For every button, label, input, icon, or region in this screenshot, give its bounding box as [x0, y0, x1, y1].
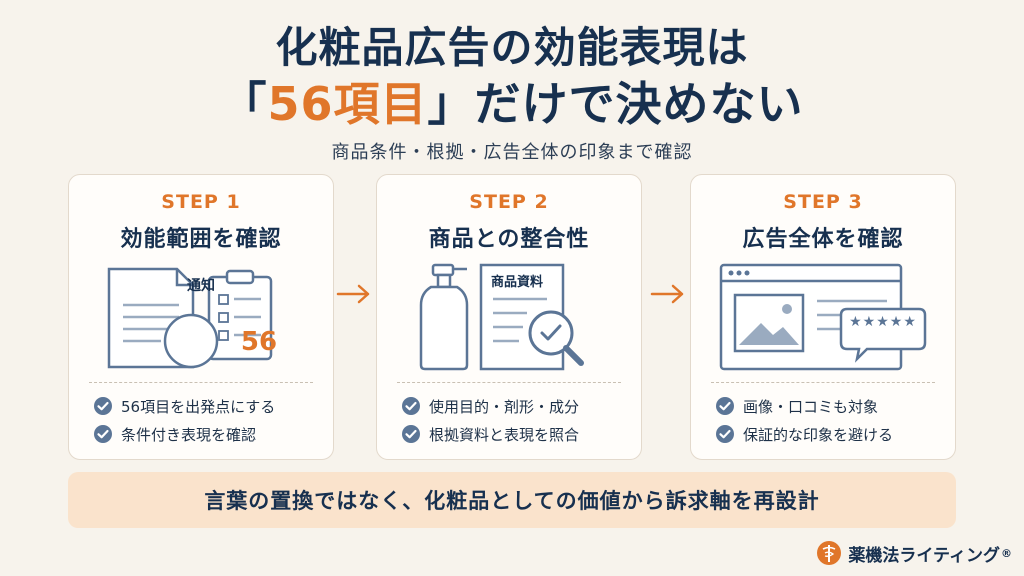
check-item-label: 画像・口コミも対象 [743, 397, 879, 416]
product-doc-label: 商品資料 [491, 275, 544, 290]
step-label: STEP 2 [469, 191, 549, 213]
step-title: 広告全体を確認 [742, 227, 904, 252]
check-item-label: 56項目を出発点にする [121, 397, 276, 416]
step-label: STEP 1 [161, 191, 241, 213]
check-item-label: 条件付き表現を確認 [121, 425, 257, 444]
check-item: 画像・口コミも対象 [715, 395, 878, 417]
check-item: 56項目を出発点にする [93, 395, 275, 417]
step-card-2: STEP 2 商品との整合性 商品資料 使用目的・剤形・成分 根拠資料と表現を照… [376, 174, 642, 460]
check-item-label: 使用目的・剤形・成分 [429, 397, 580, 416]
check-item: 保証的な印象を避ける [715, 423, 893, 445]
divider [89, 382, 313, 383]
step-title: 効能範囲を確認 [120, 227, 282, 252]
title-highlight: 56項目 [267, 77, 428, 131]
step-card-1: STEP 1 効能範囲を確認 通知 56 56項目を出発点にする 条件付き表現を… [68, 174, 334, 460]
arrow-right-icon [336, 284, 370, 304]
summary-banner: 言葉の置換ではなく、化粧品としての価値から訴求軸を再設計 [68, 472, 956, 528]
page-subtitle: 商品条件・根拠・広告全体の印象まで確認 [331, 142, 693, 163]
check-circle-icon [716, 397, 734, 415]
notice-doc-label: 通知 [187, 278, 215, 294]
title-close: 」だけで決めない [427, 77, 804, 131]
check-circle-icon [402, 397, 420, 415]
step-label: STEP 3 [783, 191, 863, 213]
divider [711, 382, 935, 383]
check-item-label: 根拠資料と表現を照合 [429, 425, 580, 444]
divider [397, 382, 621, 383]
page-title-line2: 「56項目」だけで決めない [0, 68, 1024, 134]
brand-logo: 薬機法ライティング® [816, 538, 1012, 568]
brand-name: 薬機法ライティング [848, 545, 1000, 566]
check-circle-icon [716, 425, 734, 443]
check-item-label: 保証的な印象を避ける [743, 425, 894, 444]
arrow-right-icon [650, 284, 684, 304]
notice-checklist-illustration [107, 267, 273, 369]
bottle-document-illustration [419, 263, 584, 371]
check-circle-icon [94, 397, 112, 415]
review-stars: ★★★★★ [849, 314, 917, 330]
title-open-bracket: 「 [220, 77, 268, 131]
items-count-badge: 56 [240, 327, 278, 357]
step-title: 商品との整合性 [428, 227, 590, 252]
check-item: 根拠資料と表現を照合 [401, 423, 579, 445]
check-item: 使用目的・剤形・成分 [401, 395, 579, 417]
page-title-line1: 化粧品広告の効能表現は [275, 23, 749, 72]
registered-mark: ® [1001, 546, 1012, 560]
ad-page-review-illustration [719, 263, 927, 371]
caduceus-icon [817, 541, 842, 565]
step-card-3: STEP 3 広告全体を確認 ★★★★★ 画像・口コミも対象 保証的な印象を避け… [690, 174, 956, 460]
check-circle-icon [94, 425, 112, 443]
check-item: 条件付き表現を確認 [93, 423, 256, 445]
check-circle-icon [402, 425, 420, 443]
